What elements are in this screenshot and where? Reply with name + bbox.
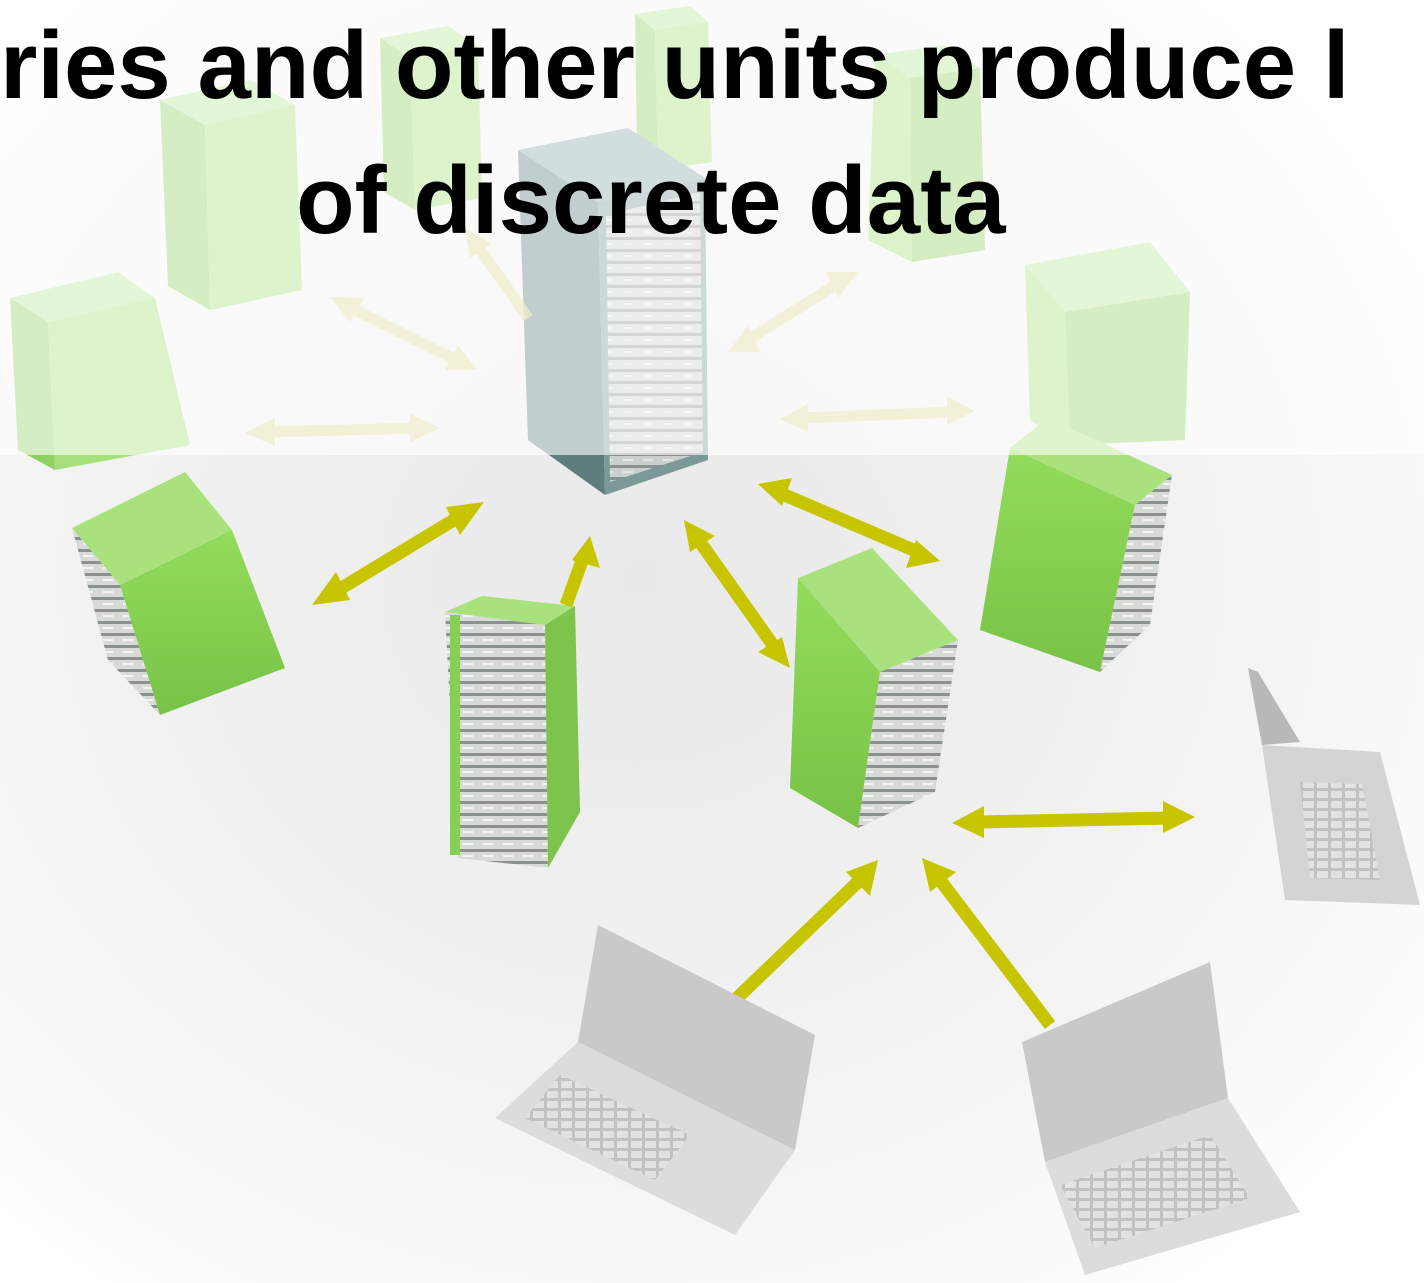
double-arrow-icon [922, 858, 1056, 1029]
laptop-icon [1248, 668, 1420, 905]
title-line-2: of discrete data [296, 147, 1006, 254]
server-icon [790, 548, 958, 828]
title-line-1: ries and other units produce l [0, 12, 1350, 119]
double-arrow-icon [730, 860, 878, 1005]
server-icon [445, 596, 580, 868]
double-arrow-icon [758, 478, 940, 568]
laptop-icon [1022, 962, 1300, 1275]
page-title: ries and other units produce l of discre… [0, 0, 1424, 270]
double-arrow-icon [559, 536, 600, 608]
double-arrow-icon [952, 801, 1195, 838]
double-arrow-icon [684, 520, 790, 668]
laptop-icon [495, 925, 815, 1235]
server-icon [980, 418, 1172, 672]
double-arrow-icon [312, 502, 484, 605]
server-icon [72, 472, 285, 715]
title-band [0, 0, 1424, 455]
